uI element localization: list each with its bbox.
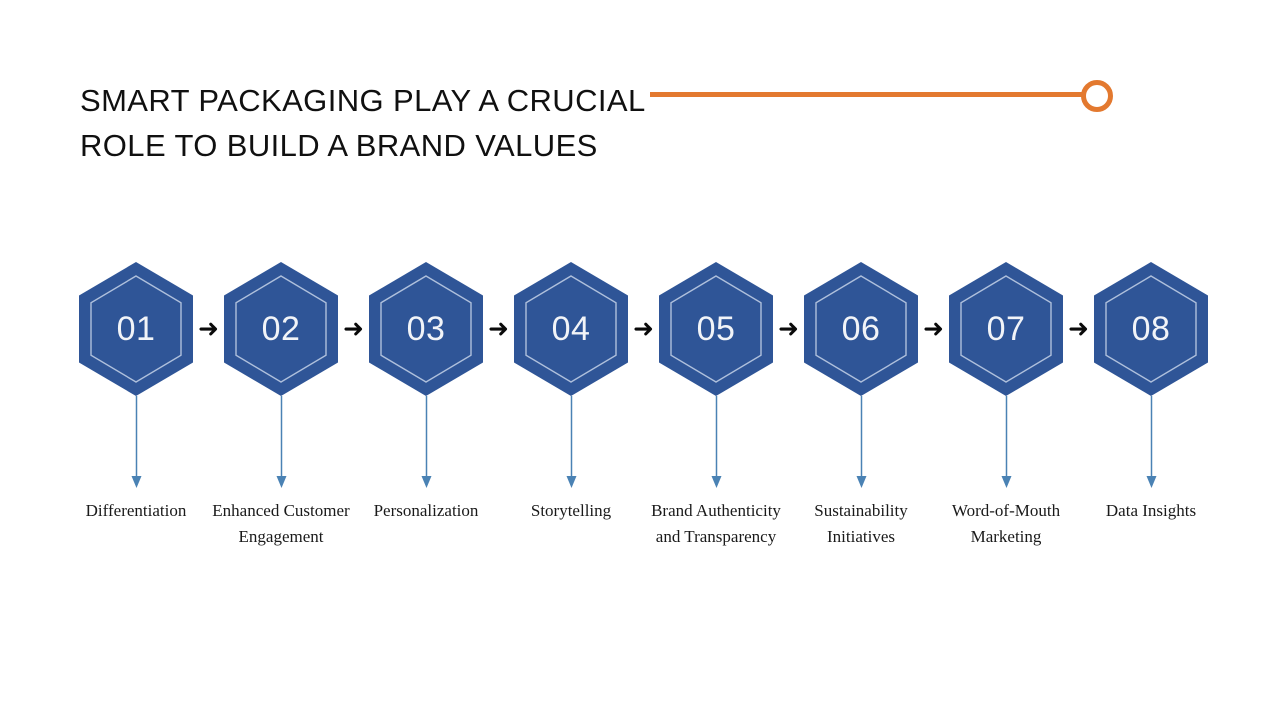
hexagon-inner-outline bbox=[380, 275, 472, 383]
step-arrow-icon-04: ➜ bbox=[633, 314, 654, 343]
connector-arrow-icon-01 bbox=[130, 396, 143, 490]
hexagon-number: 03 bbox=[406, 310, 446, 348]
connector-arrow-icon-03 bbox=[420, 396, 433, 490]
hexagon-number: 01 bbox=[116, 310, 156, 348]
step-arrow-icon-02: ➜ bbox=[343, 314, 364, 343]
hexagon-shape bbox=[224, 262, 338, 396]
title-accent-circle-icon bbox=[1081, 80, 1113, 112]
title-line-1: SMART PACKAGING PLAY A CRUCIAL bbox=[80, 83, 646, 118]
hexagon-inner-outline bbox=[1105, 275, 1197, 383]
process-step-label-05: Brand Authenticity and Transparency bbox=[651, 501, 781, 546]
process-step-hexagon-08[interactable]: 08 bbox=[1094, 262, 1208, 396]
hexagon-inner-outline bbox=[525, 275, 617, 383]
connector-arrow-icon-06 bbox=[855, 396, 868, 490]
page-title: SMART PACKAGING PLAY A CRUCIAL ROLE TO B… bbox=[80, 78, 660, 168]
process-hexagon-row: 01 ➜ 02 ➜ 03 ➜ 04 ➜ 05 ➜ 06 ➜ 07 ➜ 08 bbox=[0, 262, 1280, 397]
process-step-hexagon-03[interactable]: 03 bbox=[369, 262, 483, 396]
step-arrow-icon-01: ➜ bbox=[198, 314, 219, 343]
process-step-hexagon-04[interactable]: 04 bbox=[514, 262, 628, 396]
process-step-label-07: Word-of-Mouth Marketing bbox=[951, 501, 1061, 546]
connector-arrow-icon-02 bbox=[275, 396, 288, 490]
hexagon-number: 02 bbox=[261, 310, 301, 348]
hexagon-inner-outline bbox=[960, 275, 1052, 383]
hexagon-shape bbox=[804, 262, 918, 396]
process-step-label-04: Storytelling bbox=[530, 501, 612, 520]
hexagon-shape bbox=[1094, 262, 1208, 396]
title-accent-rule bbox=[650, 92, 1082, 97]
connector-arrow-icon-07 bbox=[1000, 396, 1013, 490]
hexagon-number: 08 bbox=[1131, 310, 1171, 348]
step-arrow-icon-05: ➜ bbox=[778, 314, 799, 343]
connector-arrow-icon-04 bbox=[565, 396, 578, 490]
hexagon-shape bbox=[949, 262, 1063, 396]
process-step-hexagon-05[interactable]: 05 bbox=[659, 262, 773, 396]
title-line-2: ROLE TO BUILD A BRAND VALUES bbox=[80, 128, 598, 163]
hexagon-inner-outline bbox=[670, 275, 762, 383]
hexagon-shape bbox=[514, 262, 628, 396]
hexagon-number: 06 bbox=[841, 310, 881, 348]
hexagon-number: 05 bbox=[696, 310, 736, 348]
hexagon-inner-outline bbox=[235, 275, 327, 383]
hexagon-shape bbox=[659, 262, 773, 396]
process-step-hexagon-07[interactable]: 07 bbox=[949, 262, 1063, 396]
process-step-label-02: Enhanced Customer Engagement bbox=[212, 501, 350, 546]
connector-arrow-icon-08 bbox=[1145, 396, 1158, 490]
process-step-label-03: Personalization bbox=[373, 501, 479, 520]
step-arrow-icon-03: ➜ bbox=[488, 314, 509, 343]
hexagon-shape bbox=[79, 262, 193, 396]
hexagon-shape bbox=[369, 262, 483, 396]
process-step-hexagon-01[interactable]: 01 bbox=[79, 262, 193, 396]
process-step-label-01: Differentiation bbox=[85, 501, 187, 520]
hexagon-inner-outline bbox=[90, 275, 182, 383]
process-step-hexagon-02[interactable]: 02 bbox=[224, 262, 338, 396]
step-arrow-icon-06: ➜ bbox=[923, 314, 944, 343]
hexagon-number: 07 bbox=[986, 310, 1026, 348]
process-step-label-08: Data Insights bbox=[1105, 501, 1197, 520]
hexagon-inner-outline bbox=[815, 275, 907, 383]
connector-arrow-icon-05 bbox=[710, 396, 723, 490]
hexagon-number: 04 bbox=[551, 310, 591, 348]
process-step-label-06: Sustainability Initiatives bbox=[814, 501, 908, 546]
process-step-hexagon-06[interactable]: 06 bbox=[804, 262, 918, 396]
step-arrow-icon-07: ➜ bbox=[1068, 314, 1089, 343]
